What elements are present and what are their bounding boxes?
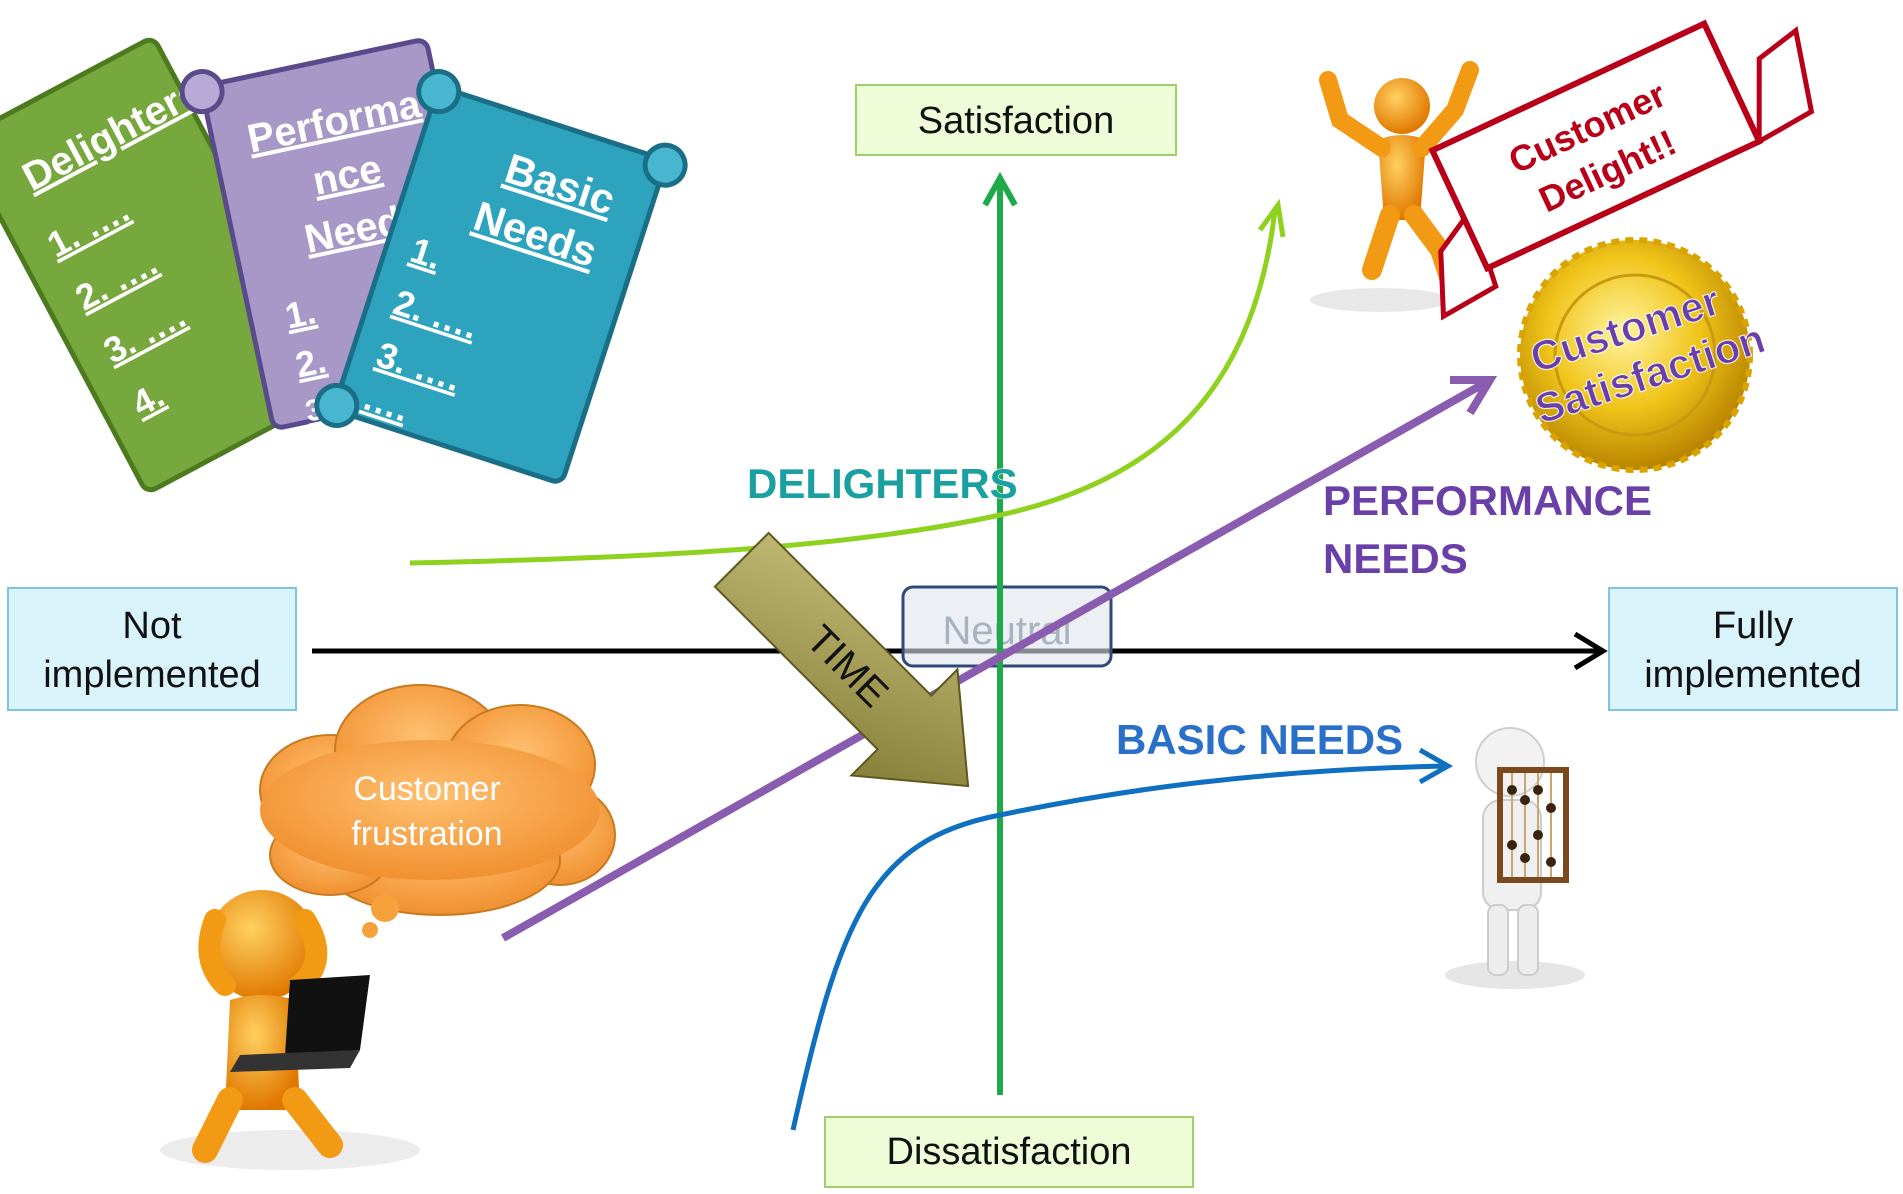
performance-line <box>501 379 1487 942</box>
performance-needs-label: PERFORMANCE <box>1323 477 1652 524</box>
fully-implemented-label: implemented <box>1644 654 1862 696</box>
performance-line-arrowhead <box>1450 376 1498 416</box>
not-implemented-label: Not <box>122 605 182 647</box>
dissatisfaction-label: Dissatisfaction <box>887 1131 1132 1173</box>
customer-frustration-text: Customer <box>353 770 500 808</box>
scroll-basic: Basic Needs 1. 2. …. 3. …. …. <box>314 69 688 484</box>
customer-delight-banner: Customer Delight!! <box>1428 19 1815 321</box>
satisfaction-label: Satisfaction <box>918 100 1114 142</box>
delighters-label: DELIGHTERS <box>747 460 1018 507</box>
customer-frustration-text: frustration <box>351 815 502 853</box>
frustrated-person-laptop-icon <box>160 890 420 1170</box>
delighters-curve <box>409 209 1278 566</box>
delighters-curve-arrowhead <box>1257 198 1286 238</box>
basic-needs-curve <box>790 763 1447 1131</box>
basic-needs-curve-arrowhead <box>1418 747 1454 785</box>
dissatisfaction-box: Dissatisfaction <box>824 1116 1194 1188</box>
frustration-cloud: Customer frustration <box>259 684 616 938</box>
fully-implemented-box: Fully implemented <box>1608 587 1898 711</box>
person-abacus-icon <box>1445 727 1585 989</box>
customer-satisfaction-seal: Customer Satisfaction <box>1517 237 1771 473</box>
satisfaction-axis-arrowhead <box>982 171 1018 207</box>
fully-implemented-label: Fully <box>1713 605 1793 647</box>
not-implemented-label: implemented <box>43 654 261 696</box>
not-implemented-box: Not implemented <box>7 587 297 711</box>
neutral-box: Neutral <box>901 585 1113 668</box>
scroll-delighters: Delighters 1. …. 2. …. 3. …. 4. <box>0 37 364 493</box>
basic-needs-label: BASIC NEEDS <box>1116 716 1403 763</box>
satisfaction-box: Satisfaction <box>855 84 1177 156</box>
performance-needs-label: NEEDS <box>1323 535 1468 582</box>
implementation-axis-arrowhead <box>1573 631 1608 671</box>
